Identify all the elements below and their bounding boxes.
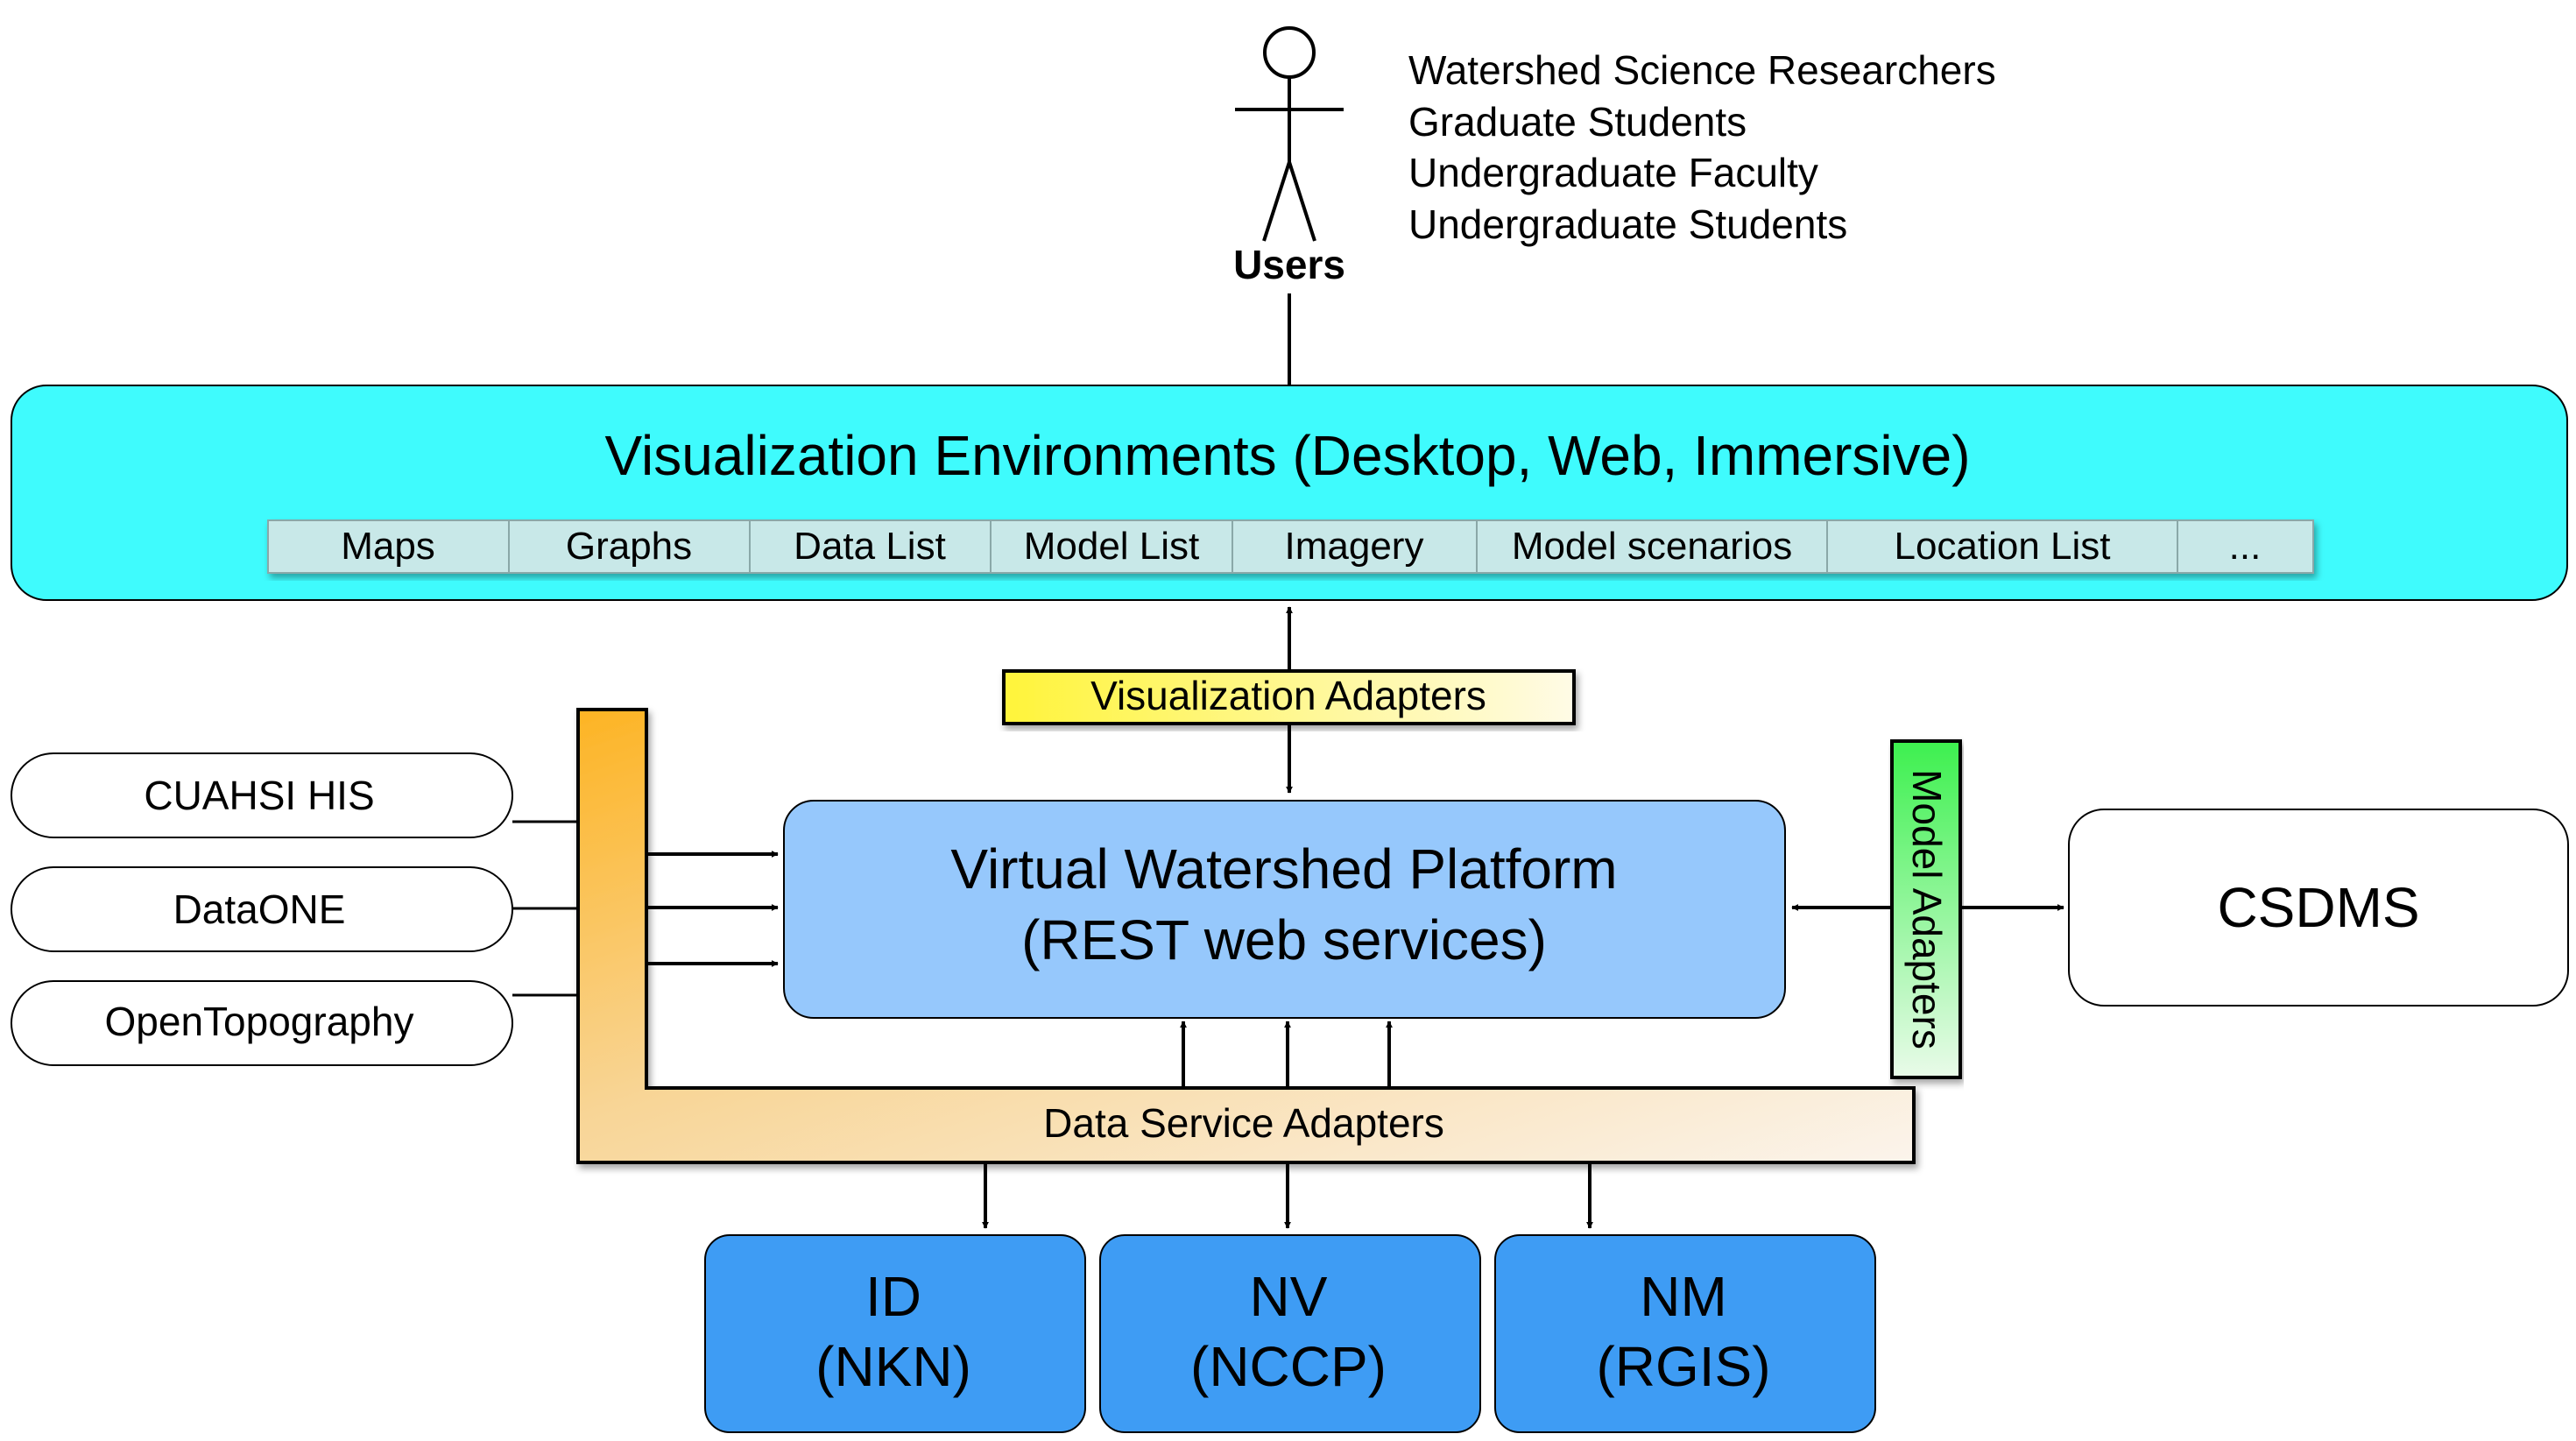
data-service-adapters-label: Data Service Adapters — [1043, 1100, 1444, 1146]
virtual-watershed-platform-box: Virtual Watershed Platform (REST web ser… — [783, 800, 1786, 1019]
data-source-dataone: DataONE — [11, 866, 513, 952]
state-node-name: ID — [865, 1265, 921, 1328]
visualization-tabs: Maps Graphs Data List Model List Imagery… — [267, 519, 2314, 574]
platform-subtitle: (REST web services) — [1021, 908, 1547, 971]
model-adapters-label: Model Adapters — [1904, 769, 1950, 1049]
tab-model-scenarios: Model scenarios — [1512, 525, 1792, 568]
data-source-cuahsi: CUAHSI HIS — [11, 752, 513, 838]
tab-data-list: Data List — [794, 525, 946, 568]
users-label: Users — [1233, 242, 1345, 287]
platform-title: Virtual Watershed Platform — [950, 837, 1617, 901]
user-role: Undergraduate Students — [1408, 201, 1847, 247]
state-node-nv: NV (NCCP) — [1099, 1234, 1481, 1433]
csdms-label: CSDMS — [2217, 876, 2419, 939]
state-node-name: NM — [1640, 1265, 1727, 1328]
visualization-title: Visualization Environments (Desktop, Web… — [604, 424, 1970, 487]
state-node-org: (NCCP) — [1190, 1335, 1387, 1398]
tab-imagery: Imagery — [1285, 525, 1424, 568]
data-adapter-arrows-to-platform — [648, 851, 1393, 1088]
user-actor-icon — [1235, 26, 1344, 242]
state-node-nm: NM (RGIS) — [1494, 1234, 1876, 1433]
user-role: Watershed Science Researchers — [1408, 47, 1996, 93]
user-roles-list: Watershed Science Researchers Graduate S… — [1408, 47, 1996, 247]
data-service-adapters-box: Data Service Adapters — [576, 708, 1916, 1164]
tab-location-list: Location List — [1894, 525, 2110, 568]
state-node-id: ID (NKN) — [704, 1234, 1086, 1433]
state-node-name: NV — [1250, 1265, 1328, 1328]
tab-graphs: Graphs — [566, 525, 692, 568]
csdms-box: CSDMS — [2068, 809, 2569, 1007]
tab-more: ... — [2229, 525, 2262, 568]
data-source-connectors — [512, 820, 578, 997]
user-role: Undergraduate Faculty — [1408, 150, 1818, 195]
data-source-opentopography: OpenTopography — [11, 980, 513, 1066]
tab-maps: Maps — [341, 525, 435, 568]
data-source-label: CUAHSI HIS — [144, 773, 374, 818]
user-role: Graduate Students — [1408, 99, 1747, 145]
visualization-adapters-label: Visualization Adapters — [1090, 673, 1486, 718]
state-node-arrows — [982, 1162, 1593, 1229]
data-source-label: DataONE — [173, 886, 346, 932]
visualization-environments-box: Visualization Environments (Desktop, Web… — [11, 385, 2568, 601]
state-node-org: (NKN) — [815, 1335, 971, 1398]
state-node-org: (RGIS) — [1596, 1335, 1770, 1398]
model-adapters-box: Model Adapters — [1890, 739, 1962, 1079]
visualization-adapters-box: Visualization Adapters — [1002, 669, 1576, 725]
tab-model-list: Model List — [1024, 525, 1200, 568]
data-source-label: OpenTopography — [105, 999, 414, 1044]
